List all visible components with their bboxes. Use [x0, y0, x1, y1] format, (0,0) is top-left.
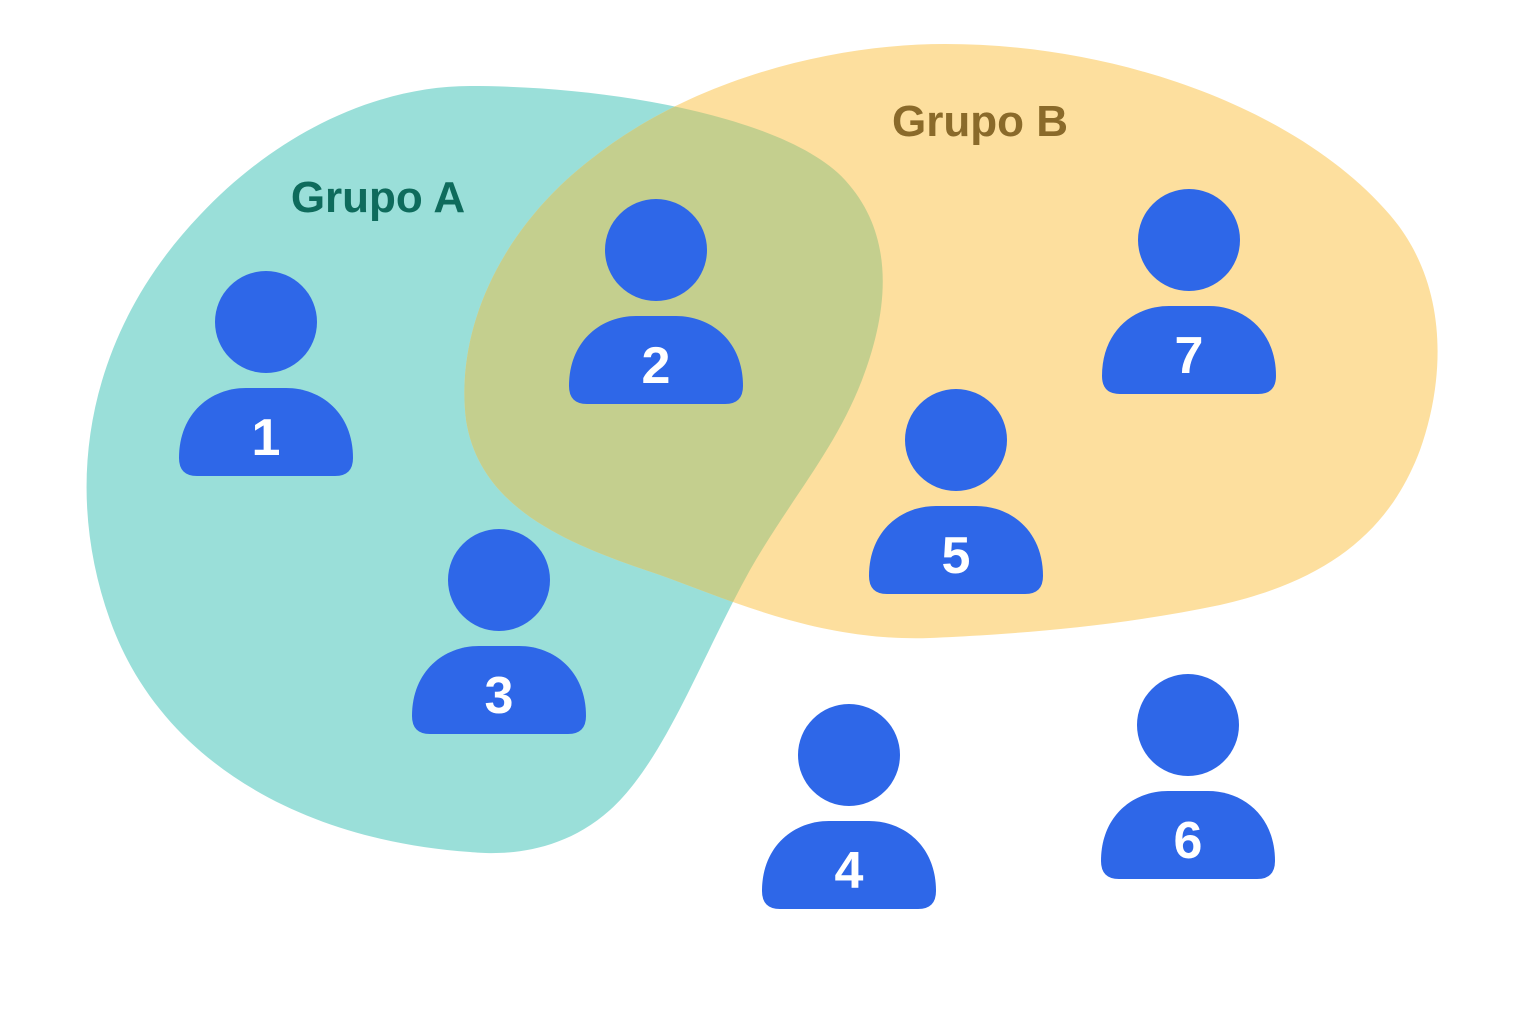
person-head-icon [1138, 189, 1240, 291]
person-body-icon [1101, 791, 1275, 879]
person-number: 5 [942, 527, 971, 585]
person-7: 7 [1102, 189, 1276, 394]
person-head-icon [798, 704, 900, 806]
person-head-icon [905, 389, 1007, 491]
person-body-icon [569, 316, 743, 404]
person-head-icon [215, 271, 317, 373]
person-body-icon [869, 506, 1043, 594]
group-b-label: Grupo B [892, 97, 1068, 146]
person-5: 5 [869, 389, 1043, 594]
person-body-icon [762, 821, 936, 909]
person-4: 4 [762, 704, 936, 909]
people-layer: 1 2 3 4 5 6 7 [179, 189, 1276, 909]
person-6: 6 [1101, 674, 1275, 879]
person-body-icon [1102, 306, 1276, 394]
person-body-icon [179, 388, 353, 476]
person-number: 6 [1174, 812, 1203, 870]
person-body-icon [412, 646, 586, 734]
person-number: 7 [1175, 327, 1204, 385]
person-number: 2 [642, 337, 671, 395]
group-overlap-region [464, 86, 883, 639]
person-3: 3 [412, 529, 586, 734]
group-a-label: Grupo A [291, 173, 465, 222]
person-number: 1 [252, 409, 281, 467]
person-head-icon [1137, 674, 1239, 776]
person-head-icon [448, 529, 550, 631]
person-number: 3 [485, 667, 514, 725]
person-2: 2 [569, 199, 743, 404]
person-number: 4 [835, 842, 864, 900]
person-1: 1 [179, 271, 353, 476]
person-head-icon [605, 199, 707, 301]
